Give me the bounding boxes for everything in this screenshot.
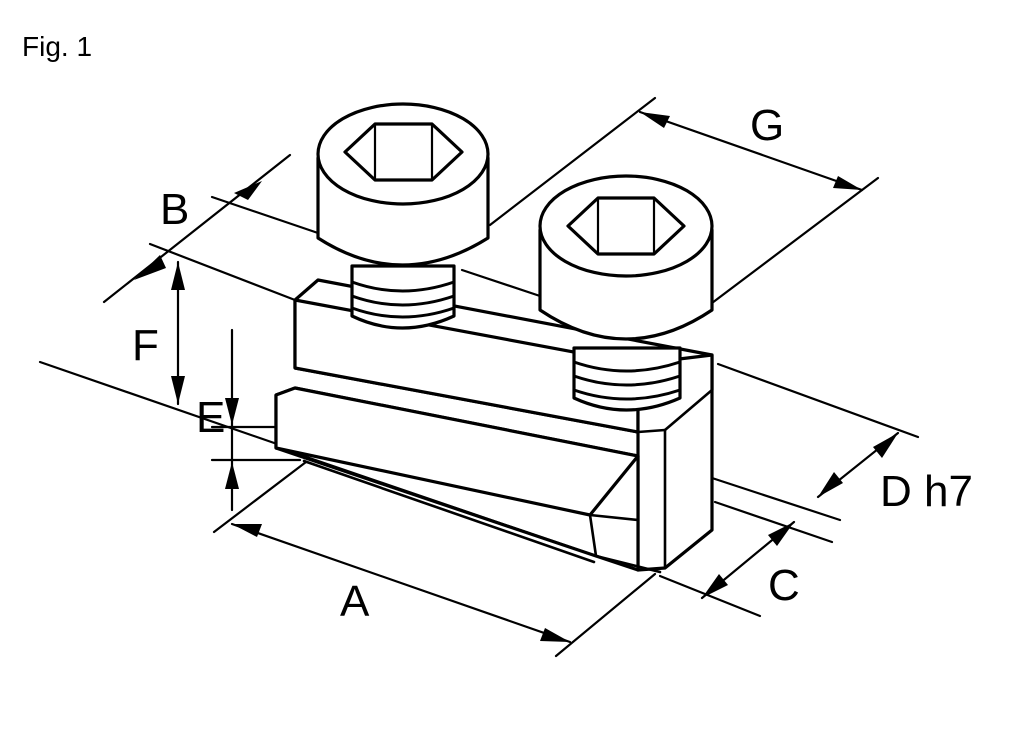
dimension-label-c: C (768, 561, 800, 610)
extension-lines (38, 96, 920, 658)
screw-right (538, 174, 714, 412)
figure-title: Fig. 1 (22, 31, 92, 62)
dimension-label-e: E (196, 393, 225, 442)
dimension-label-a: A (340, 577, 370, 626)
dimension-label-d: D h7 (880, 467, 973, 516)
screw-left (316, 102, 490, 330)
dimension-arrowheads (134, 112, 898, 642)
dimension-label-f: F (132, 321, 159, 370)
dimension-label-g: G (750, 101, 784, 150)
dimension-label-b: B (160, 185, 189, 234)
